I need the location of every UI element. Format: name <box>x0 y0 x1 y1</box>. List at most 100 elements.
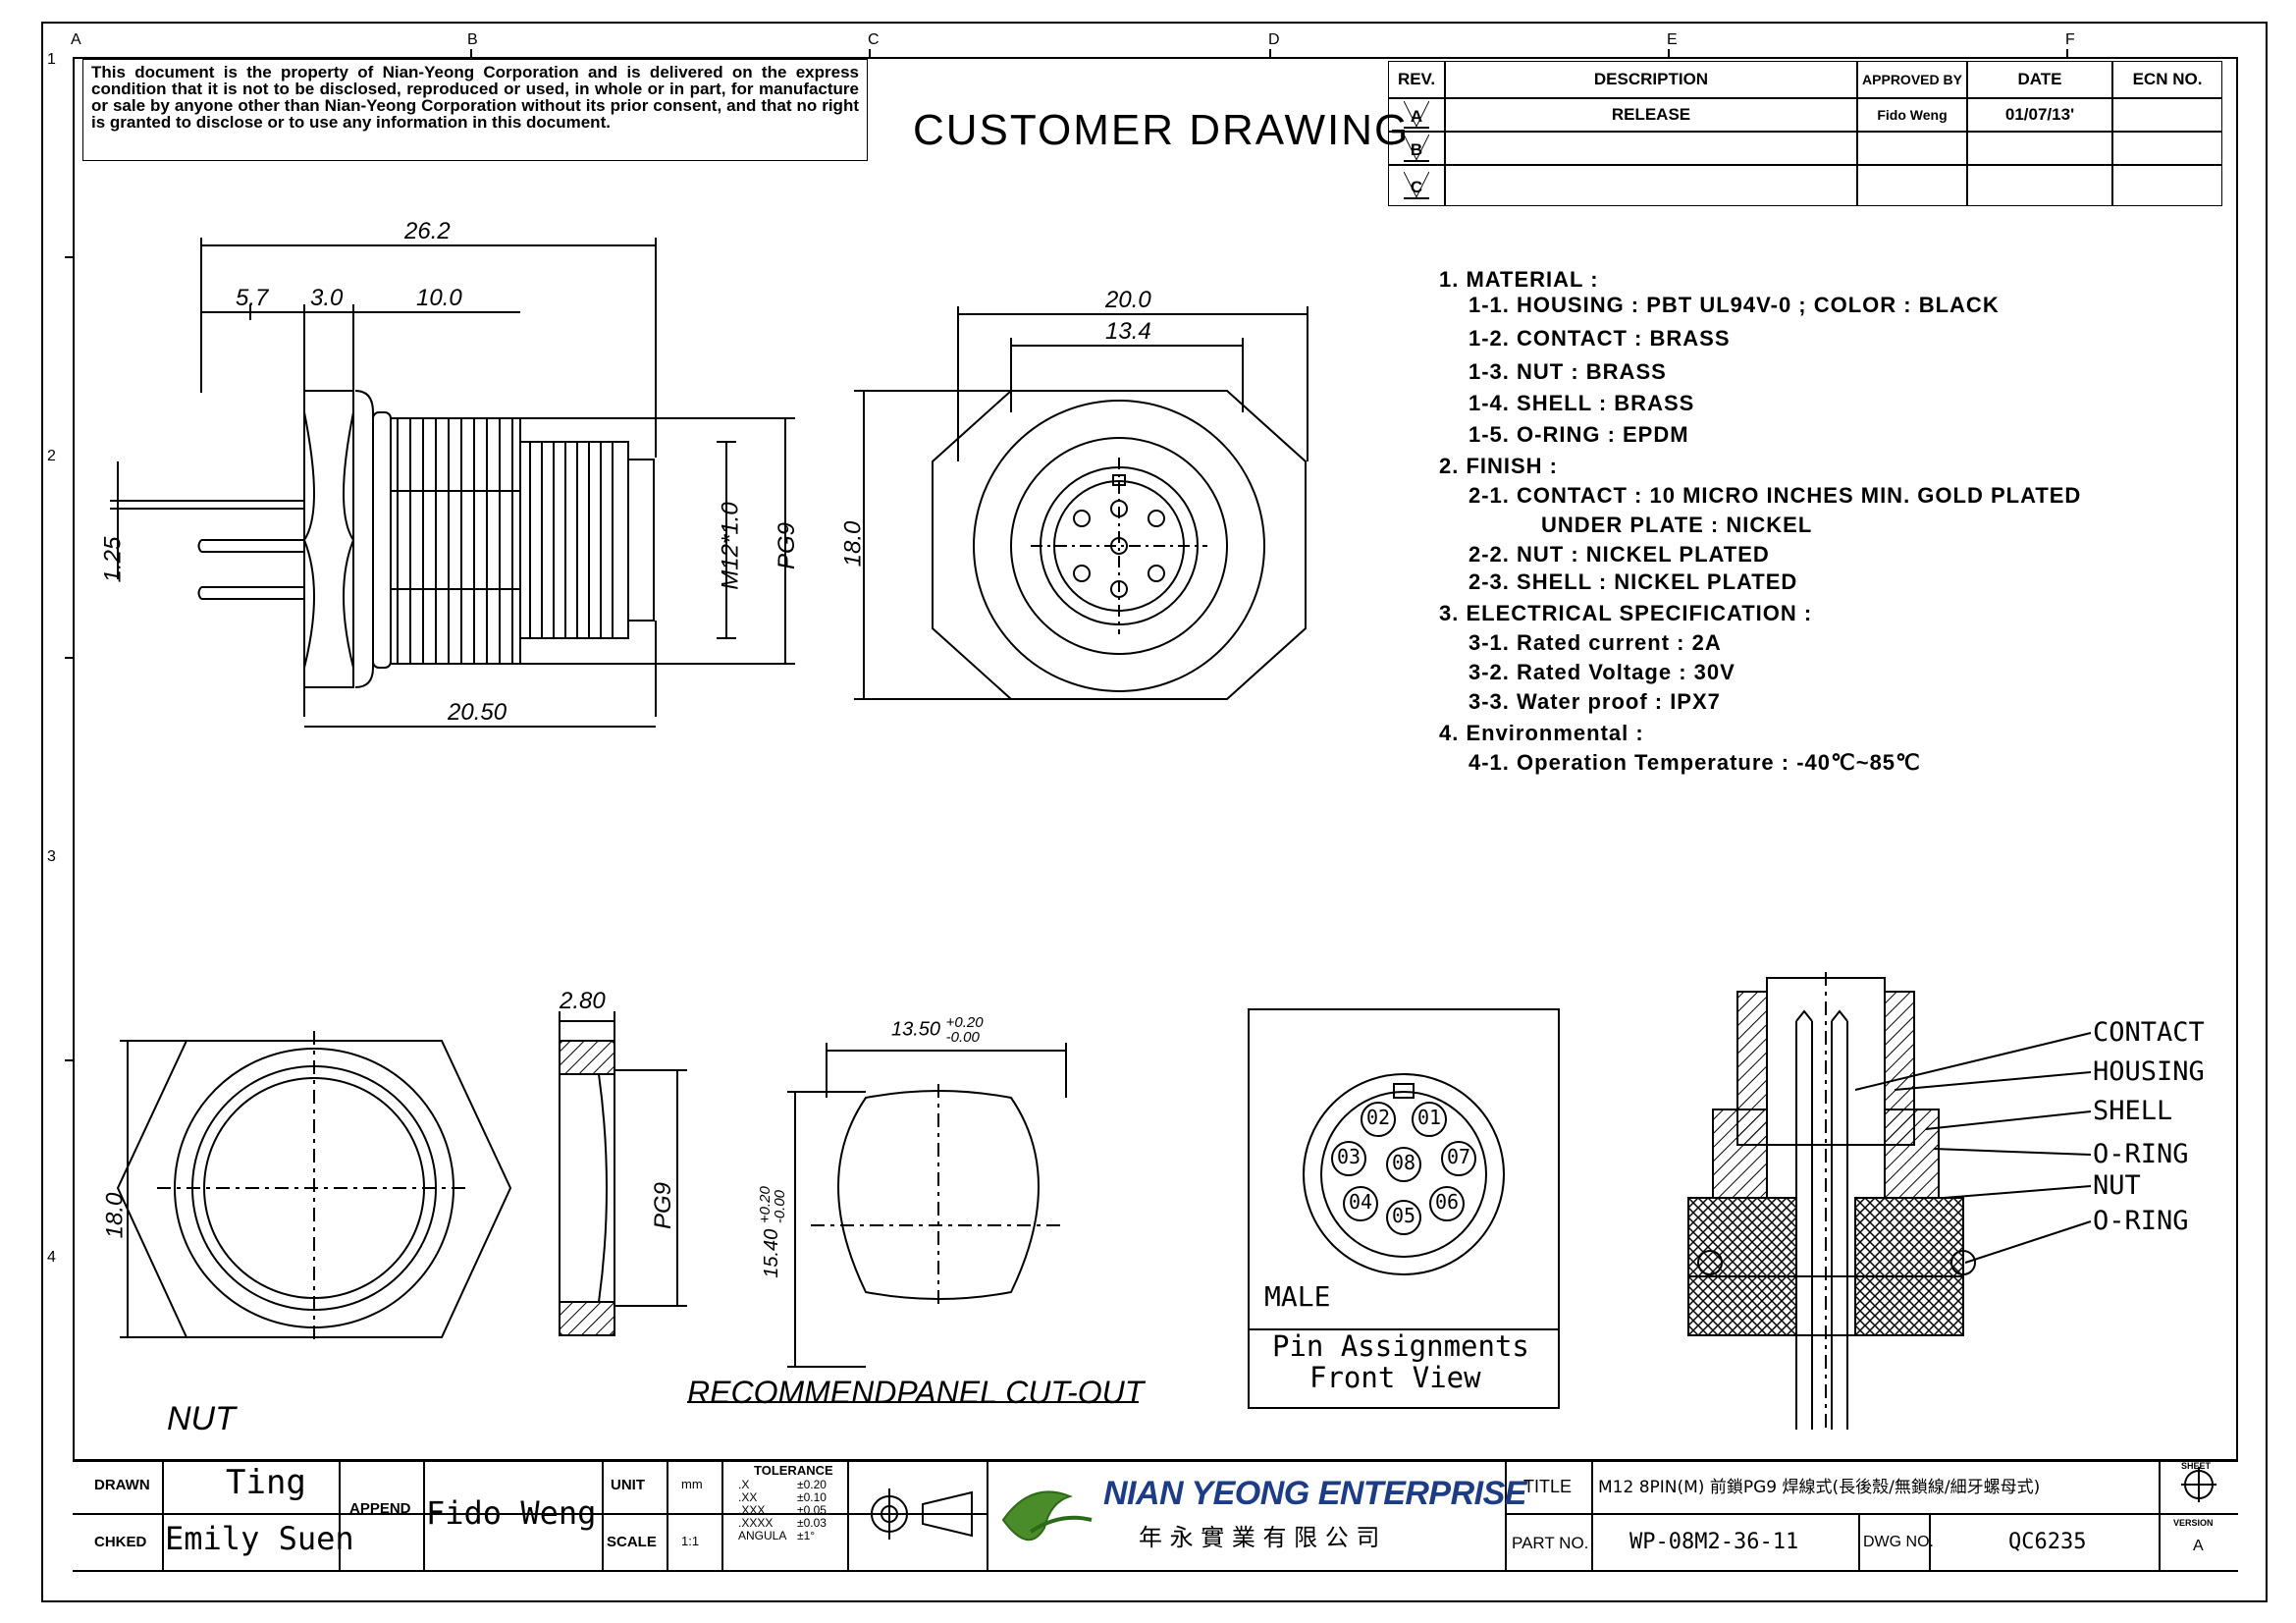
pin-label-06: 06 <box>1435 1190 1460 1214</box>
zone-col-f: F <box>2065 31 2075 48</box>
dim-side-pg9: PG9 <box>774 521 801 570</box>
rev-triangle-a: A <box>1403 101 1430 129</box>
rev-row-c-ecn <box>2112 165 2222 206</box>
tb-tol-val: ±0.20 <box>797 1478 827 1491</box>
section-view <box>1687 972 2092 1430</box>
tb-tol-row: .X±0.20 <box>738 1479 846 1491</box>
dim-cut-h: 15.40 +0.20 -0.00 <box>757 1186 788 1278</box>
tb-scale-label: SCALE <box>607 1534 657 1550</box>
pin-label-03: 03 <box>1337 1145 1362 1168</box>
zone-col-e: E <box>1667 31 1678 48</box>
rev-header-date: DATE <box>1967 61 2112 98</box>
dim-front-w: 20.0 <box>1105 287 1151 313</box>
dim-cut-h-tol: +0.20 -0.00 <box>757 1186 788 1223</box>
tb-part-label: PART NO. <box>1512 1534 1589 1552</box>
note-line: 2-2. NUT : NICKEL PLATED <box>1468 542 1770 567</box>
title-block-lines <box>73 1460 2238 1572</box>
rev-row-c-desc <box>1445 165 1857 206</box>
rev-row-a-ecn <box>2112 98 2222 132</box>
dim-nut-t: 2.80 <box>560 988 606 1014</box>
callout-nut: NUT <box>2093 1170 2141 1201</box>
tb-part-value: WP-08M2-36-11 <box>1629 1530 1799 1554</box>
page-title: CUSTOMER DRAWING <box>913 106 1411 154</box>
rev-row-a-approved: Fido Weng <box>1857 98 1967 132</box>
zone-col-c: C <box>868 31 880 48</box>
note-line: 2-1. CONTACT : 10 MICRO INCHES MIN. GOLD… <box>1468 483 2082 508</box>
rev-header-ecn: ECN NO. <box>2112 61 2222 98</box>
pin-label-08: 08 <box>1392 1151 1416 1174</box>
company-logo <box>999 1483 1097 1557</box>
tb-tol-row: .XXXX±0.03 <box>738 1517 846 1530</box>
side-view <box>110 238 795 728</box>
tb-tol-val: ±0.05 <box>797 1503 827 1517</box>
tb-tol-key: .XXX <box>738 1503 766 1517</box>
pin-assign-title: Pin Assignments <box>1272 1329 1529 1363</box>
zone-row-3: 3 <box>47 848 56 865</box>
callout-oring-1: O-RING <box>2093 1139 2189 1169</box>
pin-assign-view <box>1248 1008 1560 1409</box>
cutout-view <box>687 1043 1139 1403</box>
note-line: 4-1. Operation Temperature : -40℃~85℃ <box>1468 750 1921 775</box>
dim-nut-h: 18.0 <box>101 1192 129 1239</box>
tb-drawn-label: DRAWN <box>94 1477 150 1493</box>
dim-cut-w-tol: +0.20 -0.00 <box>946 1015 984 1045</box>
rev-row-a-date: 01/07/13' <box>1967 98 2112 132</box>
callout-contact: CONTACT <box>2093 1017 2205 1048</box>
tb-version-value: A <box>2193 1538 2204 1554</box>
dim-side-bottom: 20.50 <box>448 699 507 726</box>
tb-tol-row: ANGULA ±1° <box>738 1530 846 1542</box>
note-line: 3-3. Water proof : IPX7 <box>1468 689 1721 714</box>
zone-col-b: B <box>467 31 478 48</box>
rev-header-approved: APPROVED BY <box>1857 61 1967 98</box>
tb-tol-val: ±1° <box>797 1529 816 1542</box>
note-line: 4. Environmental : <box>1439 721 1644 745</box>
pin-label-01: 01 <box>1417 1106 1442 1129</box>
tb-sheet-label: SHEET <box>2181 1461 2212 1471</box>
tb-tol-key: ANGULA <box>738 1529 787 1542</box>
note-line: 1-5. O-RING : EPDM <box>1468 422 1689 447</box>
dim-cut-w-value: 13.50 <box>891 1018 941 1041</box>
note-line: 3. ELECTRICAL SPECIFICATION : <box>1439 601 1813 625</box>
callout-housing: HOUSING <box>2093 1056 2205 1087</box>
tb-append-label: APPEND <box>349 1500 411 1517</box>
rev-row-c-approved <box>1857 165 1967 206</box>
zone-row-4: 4 <box>47 1249 56 1266</box>
tb-tolerance-table: .X±0.20 .XX±0.10 .XXX ±0.05 .XXXX±0.03 AN… <box>738 1479 846 1542</box>
pin-label-05: 05 <box>1392 1204 1416 1227</box>
note-line: UNDER PLATE : NICKEL <box>1541 513 1813 537</box>
dim-side-total: 26.2 <box>404 218 451 244</box>
note-line: 2. FINISH : <box>1439 454 1559 478</box>
note-line: 1-1. HOUSING : PBT UL94V-0 ; COLOR : BLA… <box>1468 293 2000 317</box>
disclaimer-text: This document is the property of Nian-Ye… <box>91 63 859 132</box>
company-name: NIAN YEONG ENTERPRISE <box>1103 1475 1526 1512</box>
note-line: 1-4. SHELL : BRASS <box>1468 391 1695 415</box>
zone-row-1: 1 <box>47 51 56 68</box>
rev-row-b-rev: B <box>1388 132 1445 165</box>
zone-col-a: A <box>71 31 81 48</box>
tb-tol-row: .XX±0.10 <box>738 1491 846 1504</box>
company-name-cn: 年 永 實 業 有 限 公 司 <box>1139 1524 1380 1551</box>
rev-header-desc: DESCRIPTION <box>1445 61 1857 98</box>
rev-row-c-rev: C <box>1388 165 1445 206</box>
dim-side-a: 5.7 <box>236 285 269 311</box>
note-line: 3-1. Rated current : 2A <box>1468 630 1722 655</box>
dim-cut-w-tol-top: +0.20 <box>945 1014 984 1031</box>
tb-checked-value: Emily Suen <box>165 1520 354 1557</box>
rev-row-a-rev: A <box>1388 98 1445 132</box>
dim-cut-w-tol-bot: -0.00 <box>945 1029 980 1046</box>
pin-label-07: 07 <box>1447 1145 1471 1168</box>
tb-drawn-value: Ting <box>226 1463 306 1502</box>
pin-label-02: 02 <box>1366 1106 1391 1129</box>
dim-side-m12: M12*1.0 <box>717 502 744 590</box>
dim-cut-w: 13.50 +0.20 -0.00 <box>891 1015 984 1045</box>
note-line: 1-3. NUT : BRASS <box>1468 359 1667 384</box>
zone-ticks <box>65 49 2068 1061</box>
rev-row-b-ecn <box>2112 132 2222 165</box>
tb-unit-value: mm <box>681 1477 703 1491</box>
nut-label: NUT <box>167 1400 236 1437</box>
disclaimer-box: This document is the property of Nian-Ye… <box>82 59 868 161</box>
tb-dwg-label: DWG NO. <box>1863 1534 1934 1550</box>
tb-version-label: VERSION <box>2173 1518 2214 1528</box>
rev-triangle-c: C <box>1403 172 1430 199</box>
